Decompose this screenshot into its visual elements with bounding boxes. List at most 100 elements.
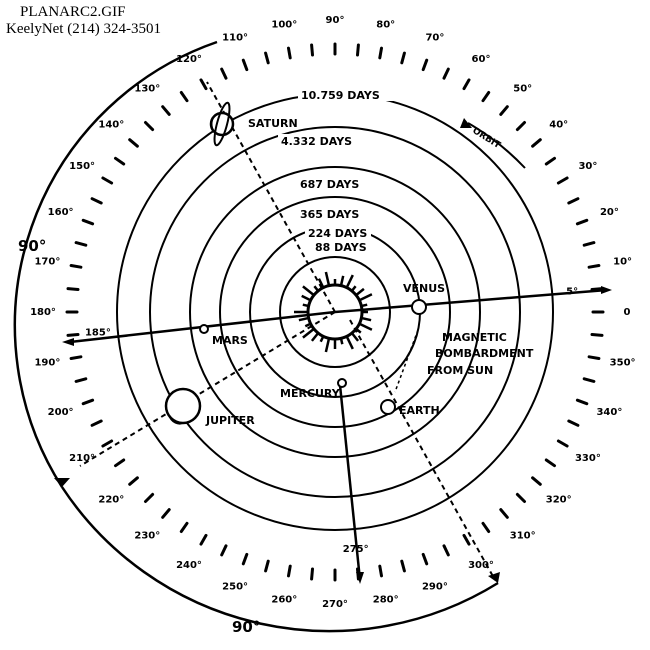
degree-label: 100°	[271, 19, 297, 30]
period-mars: 687 DAYS	[300, 178, 359, 191]
degree-label: 10°	[613, 256, 632, 267]
degree-tick	[575, 398, 589, 406]
sun-ray	[304, 322, 311, 328]
degree-tick	[567, 419, 580, 427]
sun-ray	[317, 278, 325, 288]
line-mercury	[338, 384, 362, 581]
degree-tick	[199, 533, 208, 546]
degree-label: 320°	[546, 495, 572, 506]
degree-tick	[442, 67, 450, 80]
degree-tick	[287, 564, 292, 578]
degree-tick	[421, 58, 429, 72]
sun-ray	[302, 303, 308, 308]
degree-tick	[144, 492, 155, 503]
sun-ray	[339, 339, 344, 345]
degree-label: 80°	[376, 19, 395, 30]
sun-ray	[362, 303, 368, 308]
degree-label: 200°	[48, 407, 74, 418]
degree-tick	[400, 51, 406, 65]
degree-label: 280°	[373, 595, 399, 606]
degree-tick	[544, 458, 556, 468]
period-jupiter: 4.332 DAYS	[281, 135, 352, 148]
degree-tick	[378, 46, 383, 60]
label-venus: VENUS	[403, 282, 445, 295]
sun-ray	[345, 274, 354, 288]
orbit-arrow-icon	[460, 118, 472, 128]
mars-icon	[199, 324, 209, 334]
degree-label: 140°	[98, 119, 124, 130]
degree-label: 150°	[69, 161, 95, 172]
degree-tick	[81, 398, 95, 406]
degree-label: 185°	[85, 328, 111, 339]
degree-label: 60°	[472, 54, 491, 65]
degree-label: 20°	[600, 207, 619, 218]
orbit-direction-arc	[467, 122, 526, 169]
orbit-earth	[219, 196, 451, 428]
degree-label: 260°	[271, 595, 297, 606]
sun-ray	[301, 294, 311, 302]
orbit-jupiter	[149, 126, 521, 498]
source-line: KeelyNet (214) 324-3501	[6, 21, 161, 37]
degree-label: 70°	[425, 33, 444, 44]
sun-ray	[324, 339, 331, 353]
degree-label: 340°	[596, 407, 622, 418]
degree-tick	[567, 197, 580, 205]
degree-tick	[199, 78, 208, 91]
degree-tick	[544, 156, 556, 166]
degree-tick	[220, 67, 228, 80]
degree-tick	[69, 355, 83, 360]
degree-tick	[90, 419, 103, 427]
label-mars: MARS	[212, 334, 248, 347]
degree-tick	[101, 439, 114, 448]
degree-label: 130°	[134, 83, 160, 94]
orbit-mercury	[279, 256, 391, 368]
degree-label: 310°	[510, 531, 536, 542]
label-mercury: MERCURY	[280, 387, 341, 400]
degree-tick	[241, 58, 249, 72]
earth-icon	[380, 399, 396, 415]
degree-tick	[575, 218, 589, 226]
sun-ray	[356, 287, 365, 296]
degree-tick	[264, 51, 270, 65]
degree-label: 240°	[176, 560, 202, 571]
degree-label: 350°	[610, 358, 636, 369]
degree-label: 90°	[326, 15, 345, 26]
arc-label-bottom: 90°	[232, 618, 260, 636]
degree-tick	[241, 552, 249, 566]
degree-tick	[179, 91, 189, 103]
mercury-icon	[337, 378, 347, 388]
orbit-period-labels: 88 DAYS 224 DAYS 365 DAYS 687 DAYS 4.332…	[278, 88, 396, 254]
label-saturn: SATURN	[248, 117, 298, 130]
outer-arc-bottom	[60, 486, 499, 633]
sun-ray	[302, 328, 314, 339]
degree-tick	[101, 176, 114, 185]
degree-tick	[515, 121, 526, 132]
sun-ray	[345, 336, 354, 350]
sun-ray	[324, 271, 331, 285]
degree-label: 120°	[176, 54, 202, 65]
degree-tick	[531, 476, 542, 486]
degree-tick	[499, 508, 509, 519]
degree-label: 110°	[222, 33, 248, 44]
sun-rays-icon	[294, 271, 373, 353]
degree-tick	[114, 458, 126, 468]
degree-tick	[220, 544, 228, 557]
degree-label: 180°	[30, 307, 56, 318]
degree-label: 190°	[34, 358, 60, 369]
magnetic-note: MAGNETIC BOMBARDMENT FROM SUN	[427, 331, 534, 377]
degree-label: 5°	[566, 286, 578, 297]
degree-tick	[582, 377, 596, 383]
sun-ray	[319, 336, 325, 343]
planet-labels: SATURN VENUS MARS MERCURY JUPITER EARTH …	[205, 117, 503, 427]
jupiter-icon	[164, 387, 202, 425]
degree-tick	[66, 333, 80, 337]
degree-tick	[356, 567, 360, 581]
magnetic-line-1: MAGNETIC	[442, 331, 507, 344]
sun-ray	[302, 285, 314, 296]
degree-tick	[556, 176, 569, 185]
degree-tick	[81, 218, 95, 226]
file-header: PLANARC2.GIF KeelyNet (214) 324-3501	[6, 4, 161, 38]
sun-ray	[356, 328, 362, 334]
degree-label: 170°	[34, 256, 60, 267]
degree-ticks	[65, 42, 605, 582]
